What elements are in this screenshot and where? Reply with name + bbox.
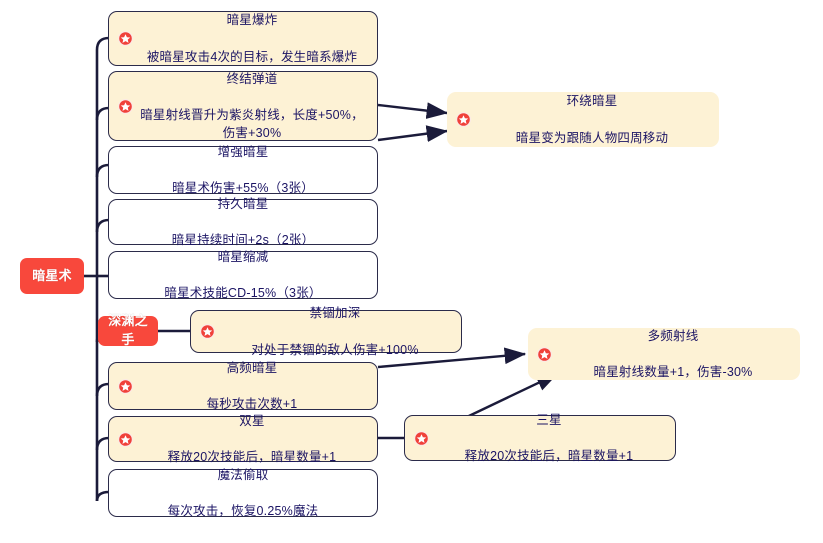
node-title: 环绕暗星 <box>566 94 618 109</box>
star-badge-icon <box>414 430 429 446</box>
node-card-text: 终结弹道 暗星射线晋升为紫炎射线，长度+50%， 伤害+30% <box>133 47 377 166</box>
branch-node-label: 深渊之手 <box>108 313 148 347</box>
node-desc: 释放20次技能后，暗星数量+1 <box>167 450 337 465</box>
node-desc: 被暗星攻击4次的目标，发生暗系爆炸 <box>146 49 358 64</box>
node-card-text: 双星 释放20次技能后，暗星数量+1 <box>133 389 377 490</box>
node-title: 暗星爆炸 <box>226 13 278 28</box>
node-card-triple-star[interactable]: 三星 释放20次技能后，暗星数量+1 <box>404 413 676 463</box>
star-badge-icon <box>118 378 133 394</box>
node-card-high-frequency-dark-star[interactable]: 高频暗星 每秒攻击次数+1 <box>108 361 378 411</box>
node-desc: 暗星持续时间+2s（2张） <box>171 233 315 248</box>
node-title: 三星 <box>536 412 562 427</box>
root-node-label: 暗星术 <box>32 267 72 283</box>
node-card-text: 暗星缩减 暗星术技能CD-15%（3张） <box>109 225 377 326</box>
node-card-multi-frequency-ray[interactable]: 多频射线 暗星射线数量+1，伤害-30% <box>528 328 800 380</box>
node-desc: 暗星术技能CD-15%（3张） <box>164 286 322 301</box>
star-badge-icon <box>200 324 215 339</box>
root-node-dark-star[interactable]: 暗星术 <box>20 258 84 294</box>
node-card-text: 禁锢加深 对处于禁锢的敌人伤害+100% <box>215 281 461 382</box>
star-badge-icon <box>537 346 552 362</box>
node-desc: 暗星变为跟随人物四周移动 <box>515 130 669 145</box>
node-desc: 暗星射线数量+1，伤害-30% <box>593 365 753 380</box>
node-card-dark-star-explosion[interactable]: 暗星爆炸 被暗星攻击4次的目标，发生暗系爆炸 <box>108 11 378 66</box>
arrow-zhongjie-to-huanrao <box>377 102 449 119</box>
node-title: 多频射线 <box>647 328 699 343</box>
branch-node-abyss-hand[interactable]: 深渊之手 <box>98 313 158 347</box>
node-desc: 对处于禁锢的敌人伤害+100% <box>251 342 419 357</box>
node-title: 高频暗星 <box>226 360 278 375</box>
node-desc: 暗星射线晋升为紫炎射线，长度+50%， 伤害+30% <box>140 108 364 141</box>
node-card-text: 三星 释放20次技能后，暗星数量+1 <box>429 388 675 489</box>
node-card-text: 多频射线 暗星射线数量+1，伤害-30% <box>552 304 800 405</box>
node-title: 禁锢加深 <box>309 306 361 321</box>
node-title: 魔法偷取 <box>217 467 269 482</box>
node-title: 持久暗星 <box>217 196 269 211</box>
node-card-final-ballistics[interactable]: 终结弹道 暗星射线晋升为紫炎射线，长度+50%， 伤害+30% <box>108 71 378 141</box>
node-card-text: 高频暗星 每秒攻击次数+1 <box>133 336 377 437</box>
node-card-enhanced-dark-star[interactable]: 增强暗星 暗星术伤害+55%（3张） <box>108 145 378 195</box>
node-title: 增强暗星 <box>217 144 269 159</box>
node-title: 终结弹道 <box>226 71 278 86</box>
node-card-lasting-dark-star[interactable]: 持久暗星 暗星持续时间+2s（2张） <box>108 197 378 247</box>
node-desc: 每次攻击，恢复0.25%魔法 <box>167 504 319 519</box>
arrow-zengqiang-to-huanrao <box>377 125 449 142</box>
node-card-text: 环绕暗星 暗星变为跟随人物四周移动 <box>471 69 719 170</box>
node-title: 双星 <box>239 413 265 428</box>
node-desc: 暗星术伤害+55%（3张） <box>172 181 314 196</box>
node-card-orbiting-dark-star[interactable]: 环绕暗星 暗星变为跟随人物四周移动 <box>447 92 719 147</box>
node-card-deepened-bind[interactable]: 禁锢加深 对处于禁锢的敌人伤害+100% <box>190 306 462 357</box>
star-badge-icon <box>118 431 133 447</box>
node-card-text: 增强暗星 暗星术伤害+55%（3张） <box>109 120 377 221</box>
node-desc: 每秒攻击次数+1 <box>206 397 298 412</box>
star-badge-icon <box>118 98 133 114</box>
star-badge-icon <box>118 31 133 46</box>
node-card-text: 持久暗星 暗星持续时间+2s（2张） <box>109 172 377 273</box>
node-card-dark-star-cooldown[interactable]: 暗星缩减 暗星术技能CD-15%（3张） <box>108 250 378 300</box>
node-card-magic-steal[interactable]: 魔法偷取 每次攻击，恢复0.25%魔法 <box>108 468 378 518</box>
node-desc: 释放20次技能后，暗星数量+1 <box>464 449 634 464</box>
node-card-twin-star[interactable]: 双星 释放20次技能后，暗星数量+1 <box>108 414 378 464</box>
node-card-text: 魔法偷取 每次攻击，恢复0.25%魔法 <box>109 443 377 543</box>
mindmap-canvas: 暗星术 深渊之手 暗星爆炸 被暗星攻击4次的目标，发生暗系爆炸 终结弹道 暗星射… <box>20 11 800 518</box>
node-title: 暗星缩减 <box>217 249 269 264</box>
star-badge-icon <box>456 112 471 127</box>
node-card-text: 暗星爆炸 被暗星攻击4次的目标，发生暗系爆炸 <box>133 0 377 89</box>
